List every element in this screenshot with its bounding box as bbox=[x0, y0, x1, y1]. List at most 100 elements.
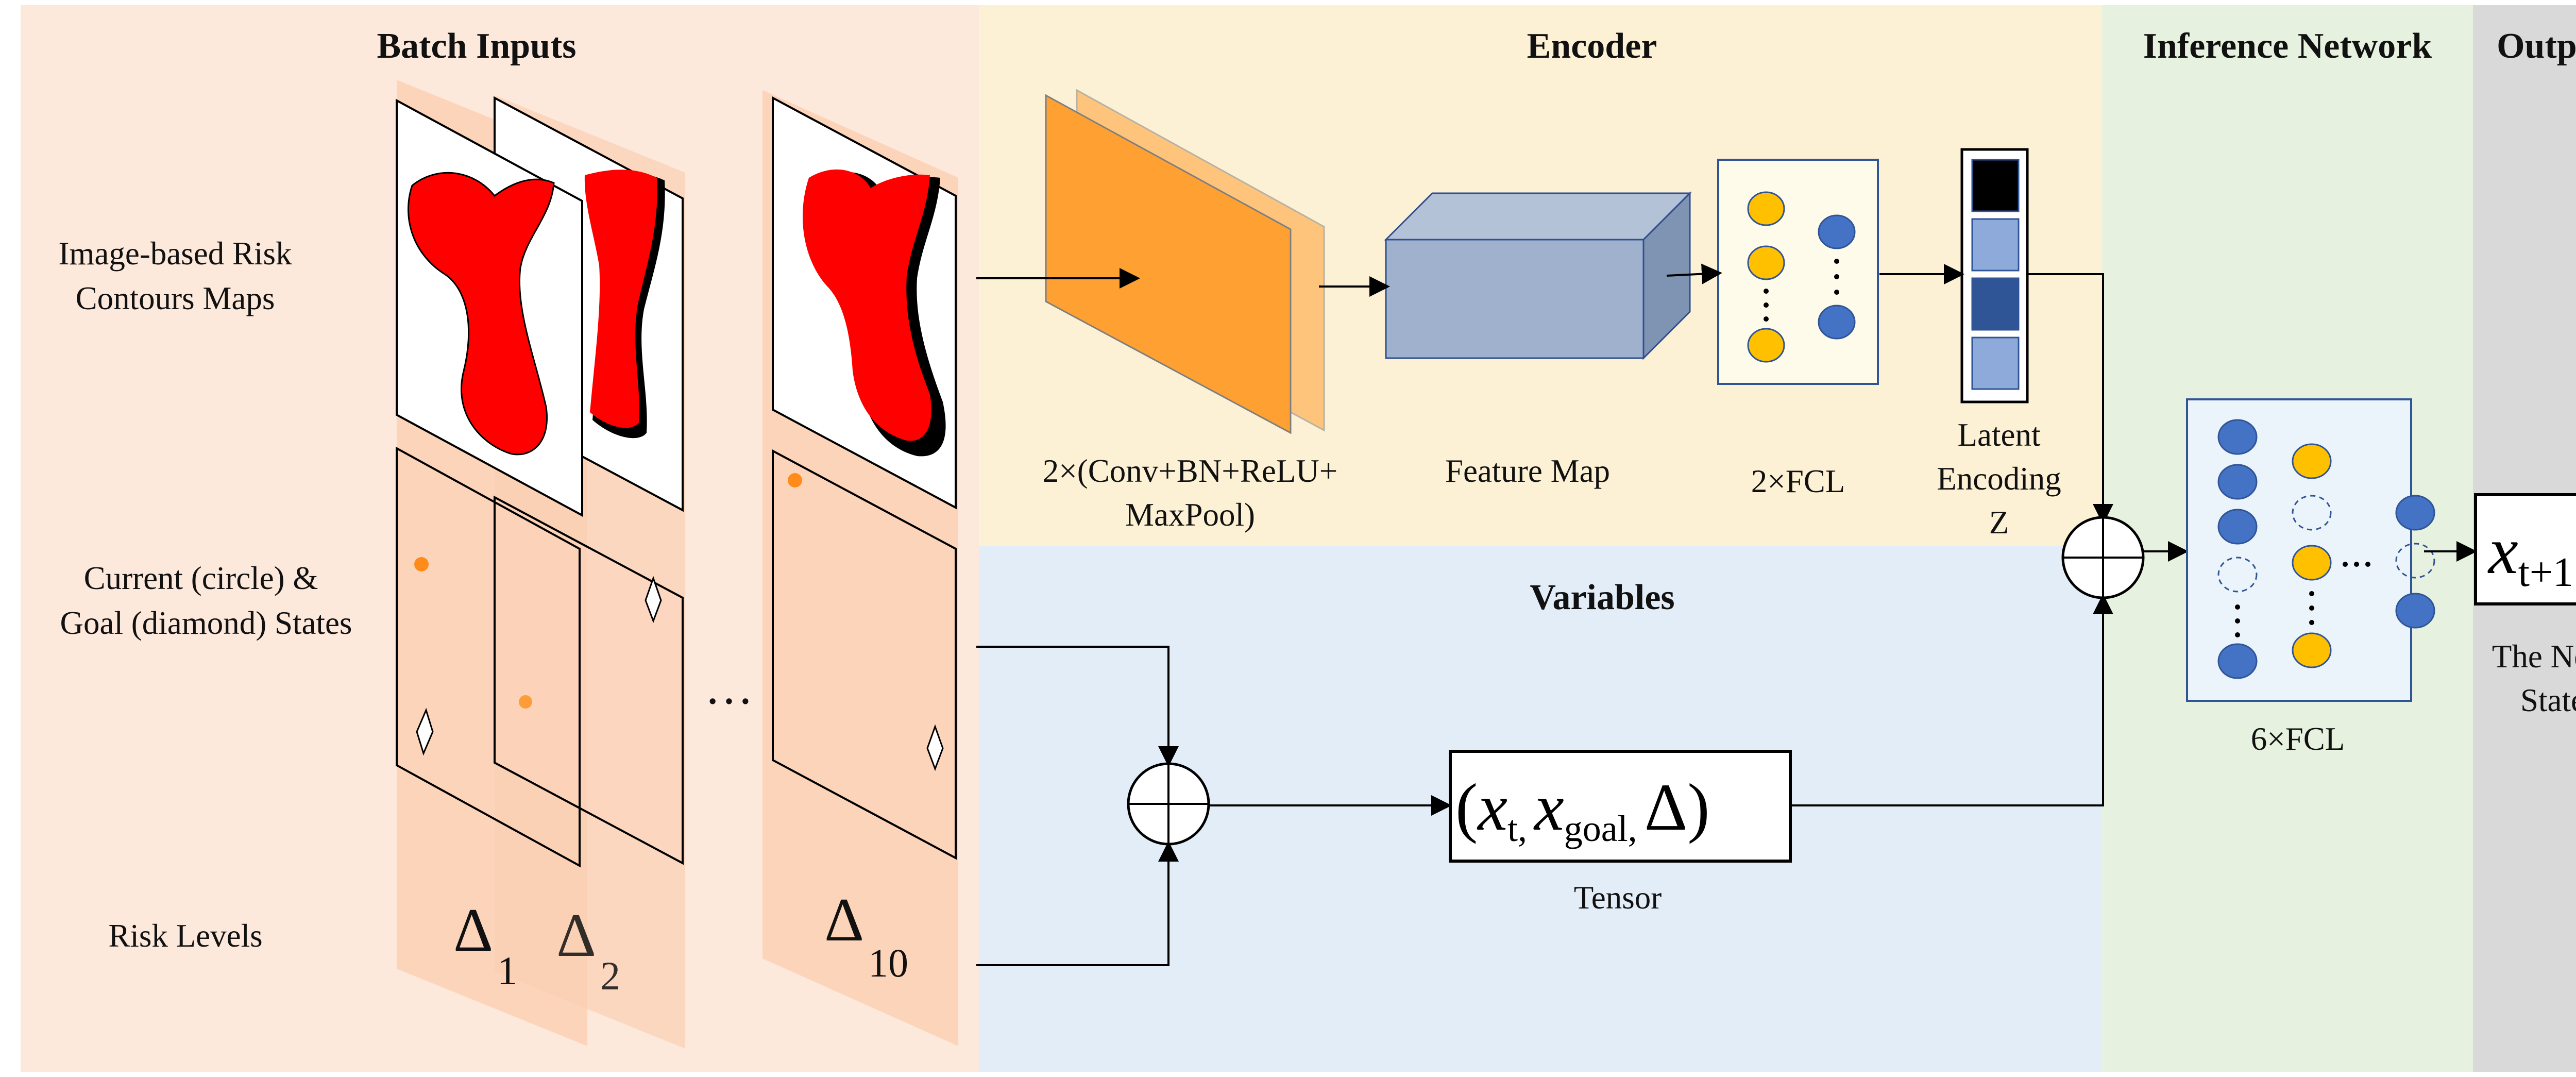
conv-layers bbox=[1045, 89, 1325, 434]
goal-diamond-1 bbox=[416, 708, 434, 756]
feature-map-top bbox=[1384, 192, 1692, 241]
inference-dot bbox=[2343, 562, 2348, 567]
feature-map-front bbox=[1385, 239, 1645, 359]
risk-level-10: Δ 10 bbox=[824, 885, 908, 985]
fcl-node bbox=[1747, 245, 1785, 280]
inference-fcl-label: 6×FCL bbox=[2251, 721, 2345, 757]
inference-node-dashed bbox=[2395, 543, 2435, 579]
fcl-node bbox=[1747, 328, 1785, 363]
latent-label-line2: Encoding bbox=[1937, 461, 2061, 497]
inference-dot bbox=[2309, 591, 2314, 596]
conv-layer-front bbox=[1045, 94, 1292, 434]
tensor-caption: Tensor bbox=[1574, 880, 1662, 916]
state-map-10 bbox=[772, 449, 957, 860]
line-latent-to-concat bbox=[2027, 273, 2113, 525]
latent-cell bbox=[1971, 277, 2020, 331]
state-map-1 bbox=[396, 446, 581, 868]
inference-dot bbox=[2309, 620, 2314, 625]
states-label-line2: Goal (diamond) States bbox=[60, 605, 352, 641]
inference-node bbox=[2217, 643, 2258, 679]
fcl-dot bbox=[1834, 274, 1839, 279]
encoder-fcl-box bbox=[1717, 159, 1879, 385]
latent-label-line1: Latent bbox=[1958, 417, 2041, 453]
output-caption-line1: The Next bbox=[2492, 638, 2576, 675]
risk-level-2: Δ 2 bbox=[556, 901, 620, 998]
feature-map-block bbox=[1384, 191, 1692, 360]
arrow-feature-to-fcl bbox=[1666, 263, 1722, 284]
current-circle-10 bbox=[788, 473, 802, 487]
output-frame bbox=[2474, 493, 2576, 605]
latent-cell bbox=[1971, 218, 2020, 272]
risk-contour-10 bbox=[802, 169, 931, 441]
inference-node-dashed bbox=[2217, 557, 2258, 593]
inference-node bbox=[2395, 495, 2435, 531]
conv-label-line1: 2×(Conv+BN+ReLU+ bbox=[1043, 453, 1338, 489]
inference-dot bbox=[2235, 604, 2240, 610]
encoder-fcl-label: 2×FCL bbox=[1751, 463, 1845, 499]
inference-node bbox=[2292, 632, 2332, 668]
current-circle-2 bbox=[519, 695, 532, 709]
output-title: Output bbox=[2497, 26, 2576, 66]
tensor-box: (xt,xgoal,Δ) bbox=[1449, 750, 1792, 863]
inference-fcl-box bbox=[2186, 398, 2435, 702]
risk-contour-2-red bbox=[584, 170, 657, 428]
conv-label-line2: MaxPool) bbox=[1125, 497, 1255, 533]
risk-contour-1 bbox=[408, 172, 555, 456]
fcl-dot bbox=[1834, 290, 1839, 295]
risk-level-2-sub: 2 bbox=[600, 953, 620, 998]
latent-cell bbox=[1971, 336, 2020, 390]
feature-map-label: Feature Map bbox=[1445, 453, 1610, 489]
concat-operator-variables bbox=[1127, 762, 1210, 846]
batch-ellipsis: … bbox=[705, 660, 754, 714]
inference-node bbox=[2292, 443, 2332, 479]
latent-cell bbox=[1971, 159, 2020, 212]
risk-level-10-delta: Δ bbox=[824, 885, 864, 954]
encoder-title: Encoder bbox=[1527, 26, 1657, 66]
encoder-fcl-frame bbox=[1717, 159, 1879, 385]
inference-dot bbox=[2309, 605, 2314, 611]
fcl-dot bbox=[1764, 302, 1769, 308]
risk-level-2-delta: Δ bbox=[556, 901, 596, 969]
latent-encoding-vector bbox=[1960, 148, 2029, 403]
risk-level-1: Δ 1 bbox=[453, 896, 517, 993]
inference-dot bbox=[2354, 562, 2359, 567]
tensor-frame bbox=[1449, 750, 1792, 863]
states-label-line1: Current (circle) & bbox=[84, 560, 318, 596]
inference-dot bbox=[2365, 562, 2370, 567]
state-map-2 bbox=[494, 495, 684, 865]
input-sample-10 bbox=[762, 90, 958, 1046]
tensor-expression: (xt,xgoal,Δ) bbox=[1455, 770, 1710, 849]
latent-label-line3: Z bbox=[1989, 504, 2009, 541]
inference-dot bbox=[2235, 618, 2240, 624]
input-sample-1-maps bbox=[396, 98, 583, 868]
batch-inputs-title: Batch Inputs bbox=[377, 26, 576, 66]
current-circle-1 bbox=[414, 557, 429, 571]
inference-network-title: Inference Network bbox=[2143, 26, 2432, 66]
inference-node-dashed bbox=[2292, 495, 2332, 531]
inference-node bbox=[2395, 593, 2435, 629]
line-tensor-to-concat bbox=[1790, 594, 2113, 806]
inference-dot bbox=[2235, 632, 2240, 637]
goal-diamond-10 bbox=[926, 724, 944, 771]
output-caption-line2: State bbox=[2520, 682, 2576, 718]
risk-levels-label: Risk Levels bbox=[108, 918, 262, 954]
fcl-dot bbox=[1834, 259, 1839, 264]
risk-level-1-delta: Δ bbox=[453, 896, 493, 964]
goal-diamond-2 bbox=[645, 576, 662, 624]
inference-node bbox=[2292, 545, 2332, 581]
inference-node bbox=[2217, 509, 2258, 545]
output-box: xt+1 bbox=[2474, 493, 2576, 605]
fcl-node bbox=[1818, 305, 1856, 340]
inference-node bbox=[2217, 464, 2258, 500]
fcl-dot bbox=[1764, 289, 1769, 294]
variables-title: Variables bbox=[1530, 578, 1674, 617]
line-risk-to-concat bbox=[976, 841, 1179, 966]
output-expression: xt+1 bbox=[2487, 514, 2573, 595]
fcl-node bbox=[1747, 191, 1785, 226]
concat-operator-inference bbox=[2061, 516, 2145, 599]
risk-level-10-sub: 10 bbox=[868, 940, 908, 985]
input-sample-2 bbox=[494, 95, 685, 1049]
line-states-to-concat bbox=[976, 646, 1179, 767]
fcl-node bbox=[1818, 214, 1856, 249]
